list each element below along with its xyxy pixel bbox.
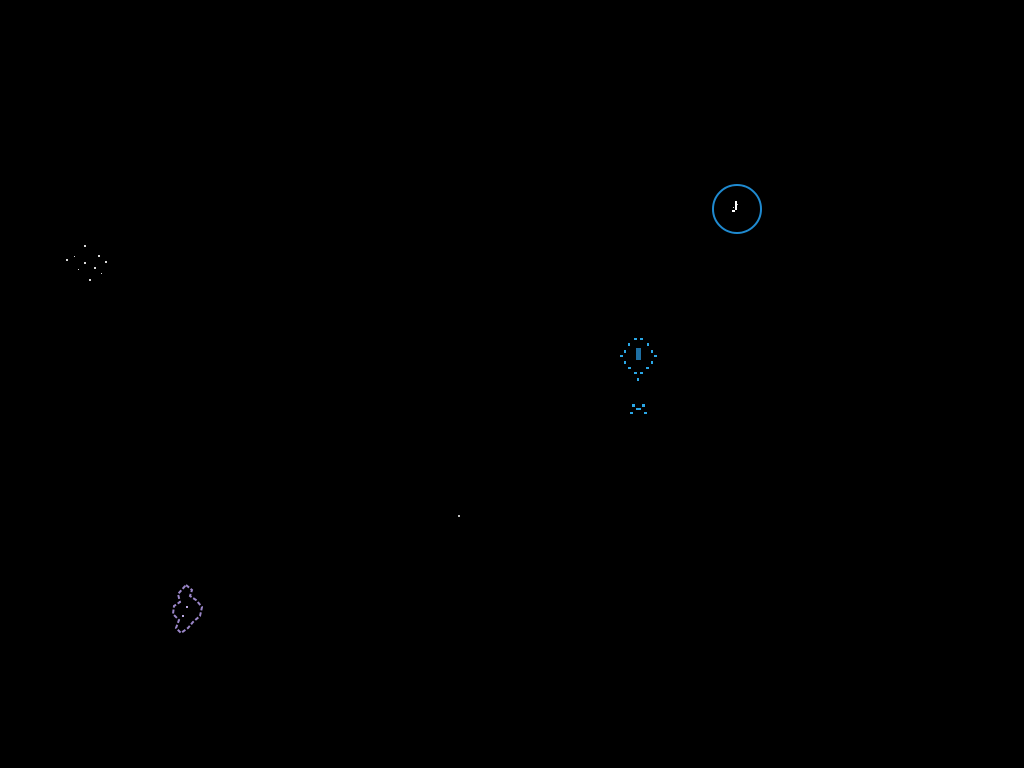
- debris-cluster-icon: [66, 245, 107, 281]
- player-ship-icon: [732, 201, 738, 212]
- star-dot-icon: [458, 515, 460, 517]
- player-ship-shield-icon: [712, 184, 762, 234]
- alien-drone-icon: [620, 338, 657, 414]
- asteroid-outline-icon: [171, 584, 204, 635]
